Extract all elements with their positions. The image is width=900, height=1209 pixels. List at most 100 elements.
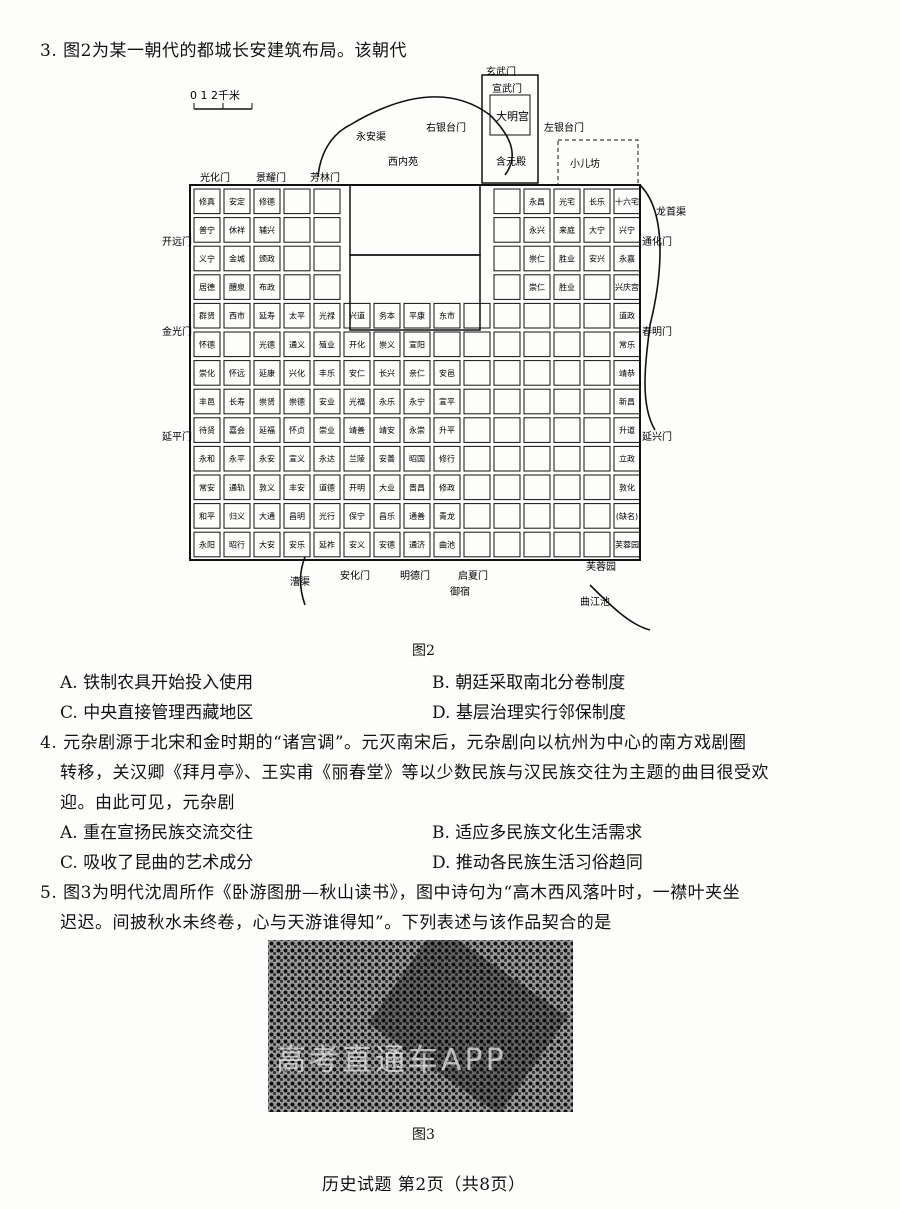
- painting-image: 高考直通车APP: [268, 940, 573, 1112]
- ward-label: 崇仁: [529, 254, 545, 264]
- ward-label: 普宁: [199, 225, 215, 235]
- ward-cell: [313, 474, 341, 501]
- ward-label: 修德: [259, 196, 275, 206]
- ward-label: 通轨: [229, 482, 245, 492]
- ward-label: 安邑: [439, 368, 455, 378]
- imperial-city: [349, 254, 481, 331]
- ward-cell: [283, 503, 311, 529]
- ward-label: 辅兴: [259, 225, 275, 235]
- q3-option-a: A. 铁制农具开始投入使用: [60, 673, 254, 693]
- ward-cell: [463, 302, 491, 329]
- ward-label: 兴庆宫: [615, 282, 639, 292]
- ward-label: 昌明: [289, 512, 305, 521]
- label-north-top: 玄武门: [486, 65, 516, 78]
- ward-label: 崇化: [199, 368, 215, 378]
- ward-cell: [283, 217, 311, 243]
- ward-cell: [253, 445, 281, 472]
- ward-cell: [313, 531, 341, 558]
- ward-cell: [193, 445, 221, 472]
- ward-label: 大通: [259, 511, 275, 521]
- ward-label: 安乐: [289, 540, 305, 550]
- ward-label: 晋昌: [409, 483, 425, 492]
- ward-cell: [283, 188, 311, 215]
- ward-label: 务本: [379, 311, 395, 321]
- ward-cell: [313, 217, 341, 243]
- ward-cell: [523, 274, 551, 300]
- ward-label: 靖恭: [619, 368, 635, 378]
- ward-cell: [223, 360, 251, 386]
- ward-cell: [553, 388, 581, 415]
- ward-label: 光禄: [319, 311, 335, 321]
- ward-label: 修真: [199, 196, 215, 206]
- ward-label: 永达: [319, 454, 335, 464]
- ward-cell: [613, 302, 641, 329]
- ward-label: 嘉会: [229, 425, 245, 435]
- ward-cell: [313, 302, 341, 329]
- ward-label: 崇仁: [529, 282, 545, 292]
- ward-label: 修行: [439, 454, 455, 464]
- ward-label: 平康: [409, 311, 425, 321]
- ward-label: 殖业: [319, 339, 335, 349]
- ward-label: 长兴: [379, 368, 395, 378]
- ward-cell: [403, 503, 431, 529]
- ward-cell: [193, 531, 221, 558]
- ward-label: 十六宅: [615, 196, 639, 206]
- ward-cell: [193, 188, 221, 215]
- ward-label: 延福: [259, 425, 275, 435]
- ward-label: 丰安: [289, 482, 305, 492]
- q5-stem-line2: 迟迟。间披秋水未终卷，心与天游谁得知”。下列表述与该作品契合的是: [60, 913, 612, 933]
- ward-label: 通善: [409, 511, 425, 521]
- ward-label: 通济: [409, 540, 425, 550]
- ward-cell: [523, 245, 551, 272]
- ward-label: 布政: [259, 282, 275, 292]
- ward-label: 来庭: [559, 225, 575, 235]
- ward-cell: [283, 445, 311, 472]
- ward-cell: [523, 302, 551, 329]
- ward-cell: [373, 302, 401, 329]
- ward-cell: [283, 245, 311, 272]
- ward-label: 永乐: [379, 397, 395, 407]
- label-xinei: 西内苑: [388, 155, 418, 168]
- ward-cell: [523, 417, 551, 443]
- ward-label: 昭行: [229, 540, 245, 550]
- daming-palace: [481, 74, 539, 184]
- ward-cell: [493, 388, 521, 415]
- ward-label: 胜业: [559, 282, 575, 292]
- ward-label: 安义: [349, 540, 365, 550]
- label-north-inner: 宣武门: [492, 82, 522, 95]
- ward-label: 新昌: [619, 397, 635, 407]
- ward-cell: [553, 474, 581, 501]
- ward-label: 开化: [349, 339, 365, 349]
- page-footer: 历史试题 第2页（共8页）: [322, 1175, 526, 1195]
- ward-cell: [283, 531, 311, 558]
- label-jinguang: 金光门: [162, 325, 192, 338]
- ward-cell: [253, 503, 281, 529]
- ward-label: 兴道: [349, 311, 365, 321]
- ward-cell: [253, 331, 281, 358]
- ward-cell: [193, 388, 221, 415]
- q4-stem-line2: 转移，关汉卿《拜月亭》、王实甫《丽春堂》等以少数民族与汉民族交往为主题的曲目很受…: [60, 763, 769, 783]
- ward-cell: [493, 503, 521, 529]
- ward-label: 延寿: [259, 311, 275, 321]
- watermark-text: 高考直通车APP: [276, 1043, 507, 1078]
- ward-label: 靖安: [379, 425, 395, 435]
- changan-map: 0 1 2千米 修真安定修德永昌光宅长乐十六宅普宁休祥辅兴永兴来庭大宁兴宁义宁金…: [162, 65, 686, 631]
- label-yinmen-right: 右银台门: [426, 121, 466, 134]
- ward-label: 兴宁: [619, 225, 635, 235]
- ward-cell: [373, 417, 401, 443]
- ward-label: 长乐: [589, 196, 605, 206]
- ward-cell: [193, 217, 221, 243]
- label-hanyuan: 含元殿: [496, 155, 526, 168]
- ward-cell: [493, 360, 521, 386]
- ward-cell: [493, 445, 521, 472]
- ward-cell: [223, 302, 251, 329]
- ward-cell: [343, 445, 371, 472]
- ward-label: 胜业: [559, 254, 575, 264]
- ward-cell: [313, 360, 341, 386]
- ward-cell: [613, 445, 641, 472]
- ward-label: 怀德: [199, 339, 215, 349]
- ward-label: 长寿: [229, 397, 245, 407]
- q4-stem-line1: 4. 元杂剧源于北宋和金时期的“诸宫调”。元灭南宋后，元杂剧向以杭州为中心的南方…: [40, 733, 747, 753]
- label-yuchu: 御宿: [450, 585, 470, 598]
- fig3-caption: 图3: [412, 1127, 435, 1143]
